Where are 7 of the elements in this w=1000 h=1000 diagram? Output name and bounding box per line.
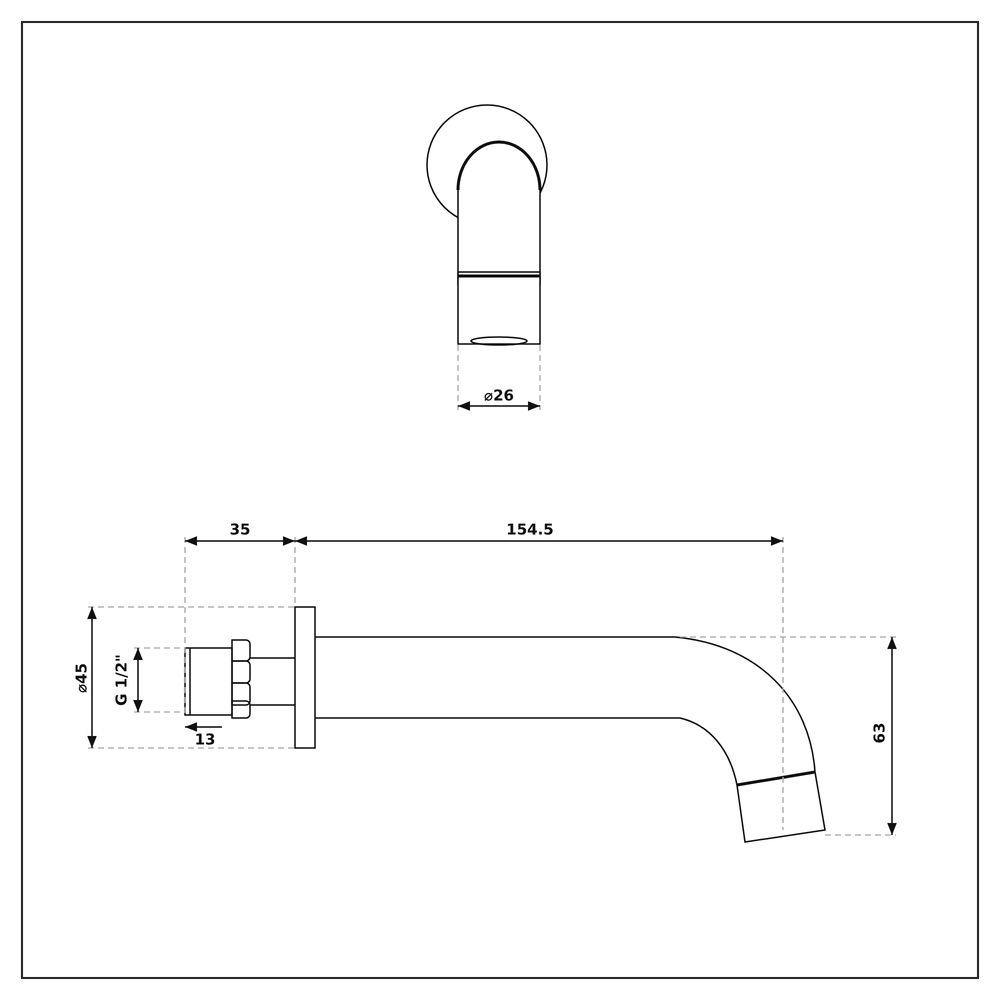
dimension-value: 63 (872, 722, 888, 744)
dimension-value: 13 (194, 732, 216, 748)
dimension-value: ⌀45 (74, 663, 90, 693)
dimension-value: 35 (230, 522, 250, 538)
dimension-value: ⌀26 (484, 388, 514, 404)
dimension-value: 154.5 (506, 522, 554, 538)
dimension-value: G 1/2" (114, 654, 130, 706)
